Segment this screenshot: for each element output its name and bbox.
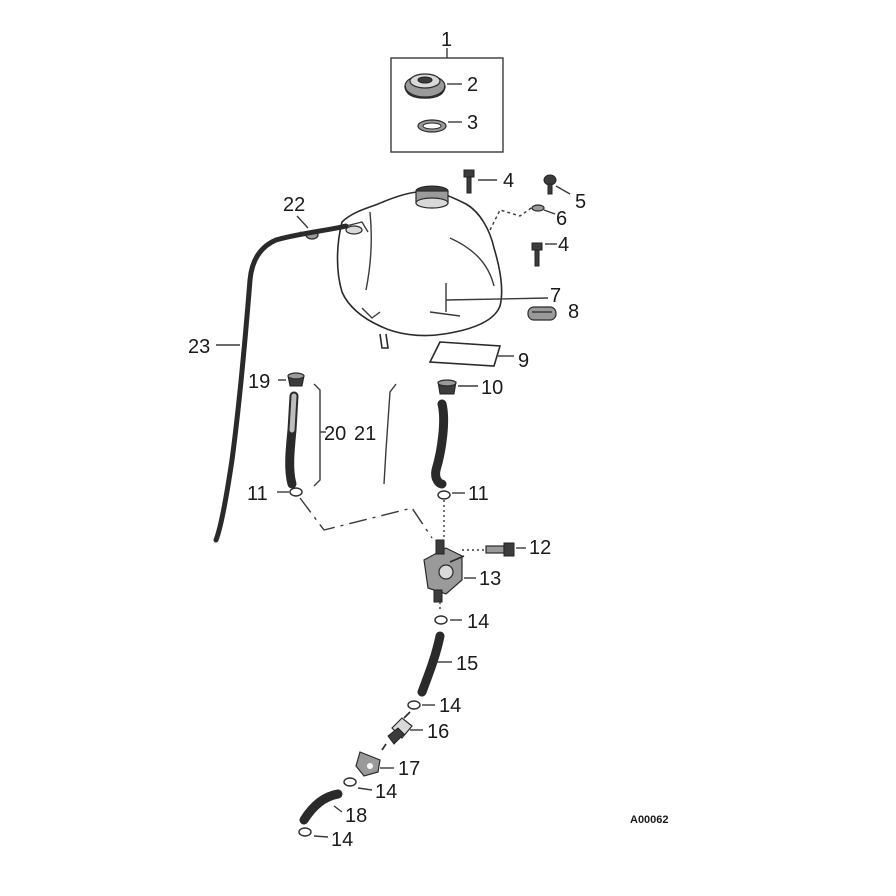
fuel-level-sensor bbox=[429, 283, 549, 317]
callout-15: 15 bbox=[456, 653, 478, 675]
fuel-hose-15 bbox=[417, 631, 445, 697]
mounting-bolt-upper bbox=[463, 169, 475, 194]
callout-21: 21 bbox=[354, 423, 376, 445]
hose-clip-14b bbox=[407, 700, 421, 710]
fuel-hose-right bbox=[431, 399, 449, 489]
callout-11-left: 11 bbox=[247, 483, 268, 505]
callout-8: 8 bbox=[568, 301, 579, 323]
callout-14-a: 14 bbox=[467, 611, 489, 633]
hose-clip-right bbox=[437, 490, 451, 500]
fuel-valve bbox=[423, 539, 465, 603]
callout-16: 16 bbox=[427, 721, 449, 743]
callout-11-right: 11 bbox=[468, 483, 489, 505]
vent-tube bbox=[213, 223, 349, 543]
callout-23: 23 bbox=[188, 336, 210, 358]
tank-pad bbox=[428, 341, 502, 367]
callout-4-lower: 4 bbox=[558, 234, 569, 256]
valve-bolt bbox=[485, 542, 515, 557]
callout-1: 1 bbox=[441, 29, 452, 51]
screw-5 bbox=[543, 174, 557, 195]
callout-4-upper: 4 bbox=[503, 170, 514, 192]
callout-14-b: 14 bbox=[439, 695, 461, 717]
drawing-code: A00062 bbox=[630, 814, 669, 826]
mounting-bolt-lower bbox=[531, 242, 543, 267]
washer-6 bbox=[531, 204, 545, 212]
hose-clip-left bbox=[289, 487, 303, 497]
callout-7: 7 bbox=[550, 285, 561, 307]
callout-6: 6 bbox=[556, 208, 567, 230]
hose-clamp-19 bbox=[287, 372, 305, 387]
hose-clip-14c bbox=[343, 777, 357, 787]
hose-clip-14d bbox=[298, 827, 312, 837]
callout-19: 19 bbox=[248, 371, 270, 393]
hose-clamp-10 bbox=[437, 379, 457, 395]
fuel-cap bbox=[404, 73, 446, 99]
callout-3: 3 bbox=[467, 112, 478, 134]
fuel-hose-18 bbox=[299, 789, 343, 825]
callout-12: 12 bbox=[529, 537, 551, 559]
cap-gasket bbox=[417, 119, 447, 133]
callout-18: 18 bbox=[345, 805, 367, 827]
callout-14-d: 14 bbox=[331, 829, 353, 851]
cap-assembly-frame bbox=[390, 57, 504, 153]
fuel-filter bbox=[381, 711, 413, 751]
fuel-tank bbox=[336, 185, 503, 349]
callout-13: 13 bbox=[479, 568, 501, 590]
callout-17: 17 bbox=[398, 758, 420, 780]
callout-9: 9 bbox=[518, 350, 529, 372]
callout-20: 20 bbox=[324, 423, 346, 445]
hose-clip-14a bbox=[434, 615, 448, 625]
fuel-cap-assembly bbox=[390, 48, 504, 153]
callout-22: 22 bbox=[283, 194, 305, 216]
fuel-hose-left bbox=[285, 391, 299, 489]
filter-bracket bbox=[355, 751, 381, 777]
callout-14-c: 14 bbox=[375, 781, 397, 803]
callout-10: 10 bbox=[481, 377, 503, 399]
callout-2: 2 bbox=[467, 74, 478, 96]
callout-5: 5 bbox=[575, 191, 586, 213]
rubber-grommet bbox=[527, 306, 557, 321]
